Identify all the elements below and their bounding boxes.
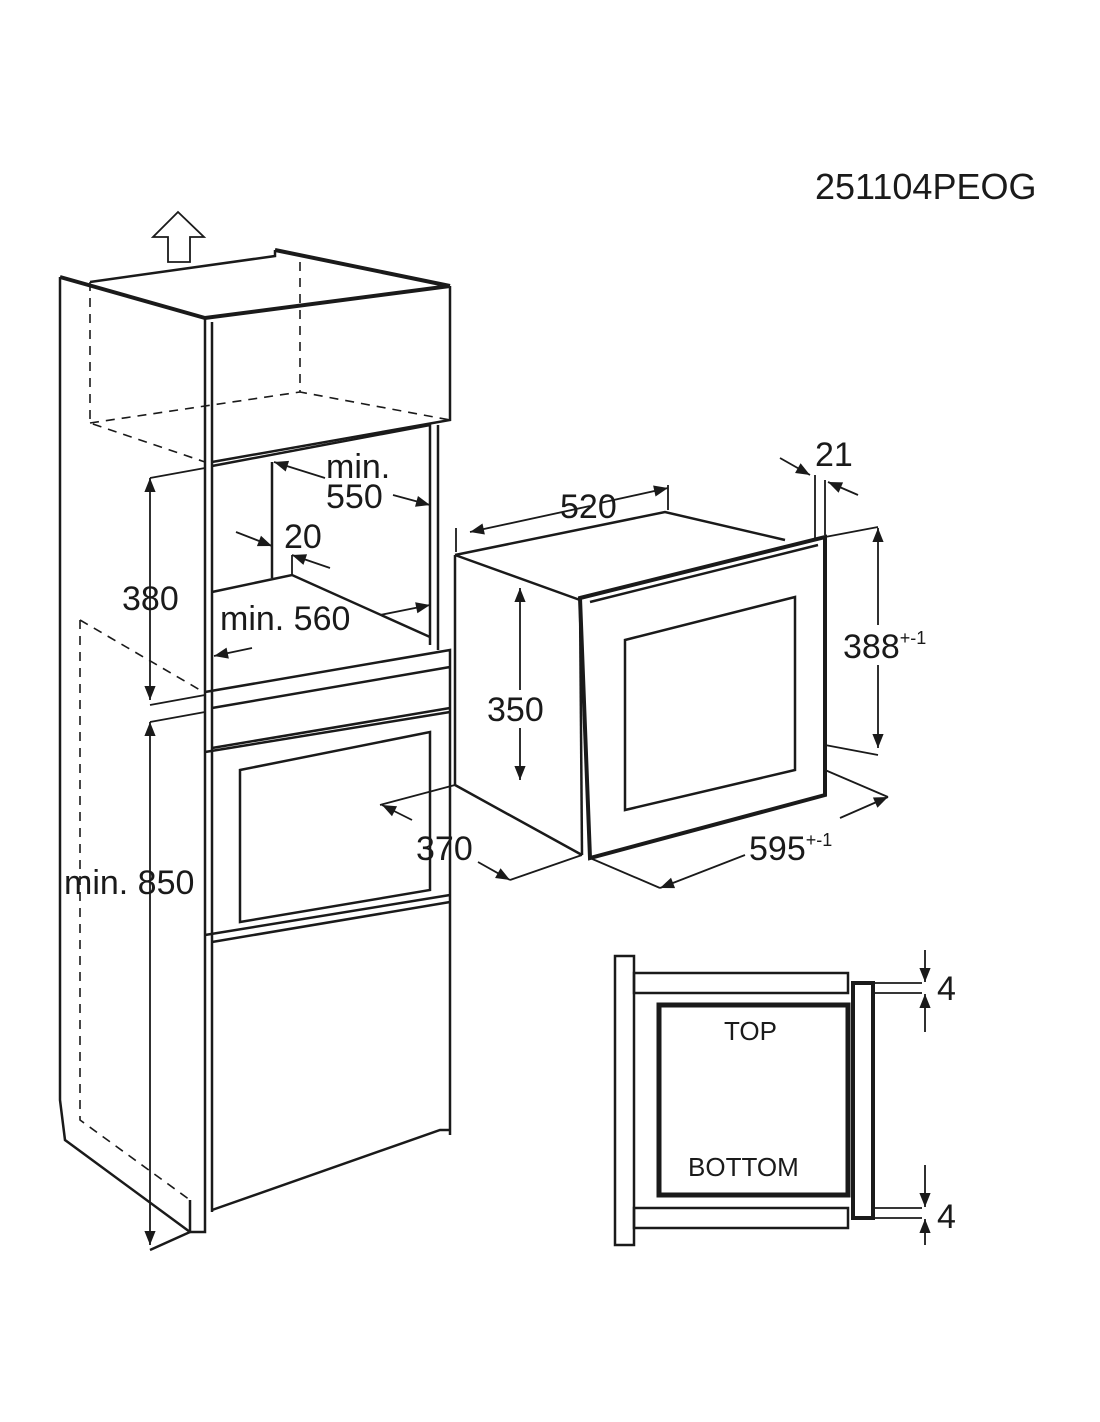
model-code: 251104PEOG bbox=[815, 166, 1036, 207]
back-gap-value: 20 bbox=[284, 518, 322, 556]
top-gap-value: 4 bbox=[937, 970, 956, 1008]
appliance-height-number: 388 bbox=[843, 628, 900, 666]
top-label: TOP bbox=[724, 1016, 777, 1046]
frame-thickness-value: 21 bbox=[815, 436, 853, 474]
appliance-height-tolerance: +-1 bbox=[900, 628, 927, 648]
bottom-label: BOTTOM bbox=[688, 1152, 799, 1182]
niche-height-value: 380 bbox=[122, 580, 179, 618]
ventilation-up-arrow-icon bbox=[150, 210, 207, 263]
orientation-detail: TOP BOTTOM 4 4 bbox=[613, 950, 956, 1247]
niche-width-value: min. 560 bbox=[220, 600, 350, 638]
niche-depth-value: 550 bbox=[326, 478, 383, 516]
floor-height-value: min. 850 bbox=[64, 864, 194, 902]
appliance-width-value: 595+-1 bbox=[749, 830, 832, 868]
appliance-width-number: 595 bbox=[749, 830, 806, 868]
appliance-width-tolerance: +-1 bbox=[806, 830, 833, 850]
niche-depth-label-min: min. bbox=[326, 448, 390, 486]
appliance-dimensions: 520 21 388+-1 350 370 595+-1 bbox=[379, 436, 926, 889]
bottom-gap-value: 4 bbox=[937, 1198, 956, 1236]
appliance-drawing bbox=[453, 510, 827, 861]
body-depth-value: 370 bbox=[416, 830, 473, 868]
appliance-height-value: 388+-1 bbox=[843, 628, 926, 666]
cabinet-drawing bbox=[58, 248, 452, 1252]
cabinet-dimensions: min. 550 20 380 min. 560 min. 850 bbox=[64, 448, 431, 1245]
appliance-depth-value: 520 bbox=[560, 488, 617, 526]
body-height-value: 350 bbox=[487, 691, 544, 729]
